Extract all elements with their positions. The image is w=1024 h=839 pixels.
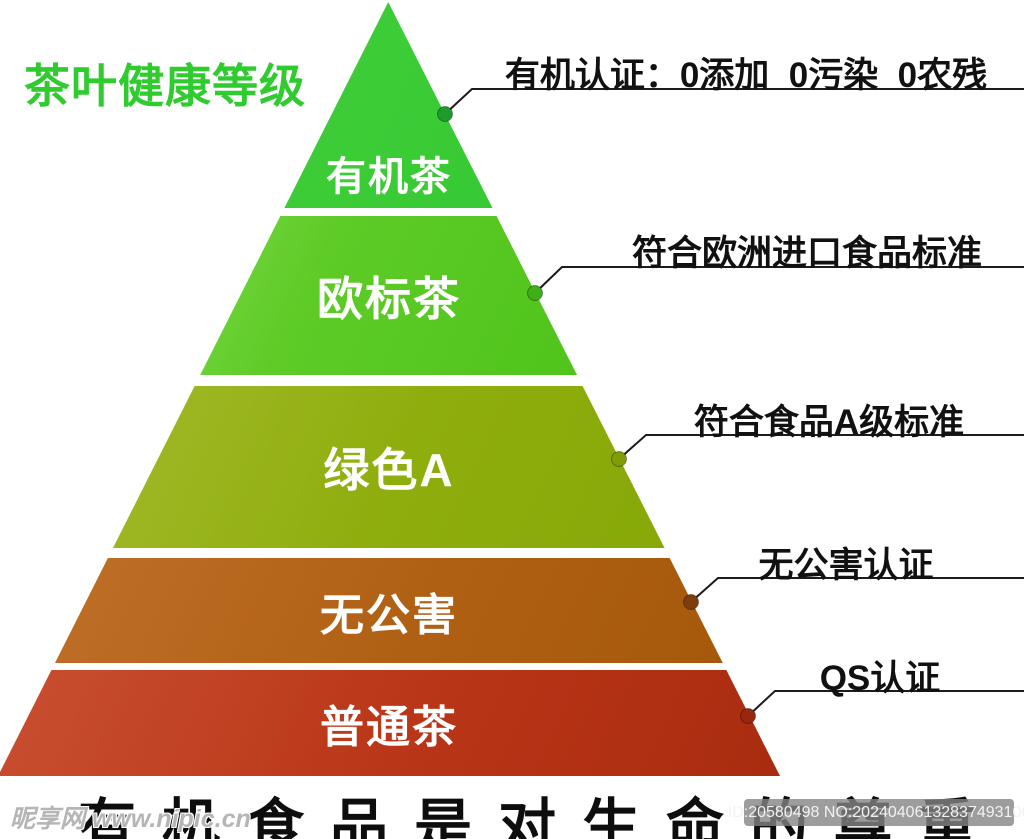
callout-line-eu <box>534 266 1024 294</box>
callout-line-qs <box>747 690 1024 717</box>
callout-text-eu: 符合欧洲进口食品标准 <box>631 234 982 273</box>
callout-text-pollution-free: 无公害认证 <box>758 546 934 585</box>
id-watermark-badge: ID:20580498 NO:20240406132837493106 <box>728 799 1024 826</box>
pyramid-band-ordinary-tea: 普通茶 <box>0 670 780 776</box>
callout-text-organic: 有机认证：0添加 0污染 0农残 <box>504 56 988 95</box>
id-watermark-text: ID:20580498 NO:20240406132837493106 <box>727 803 1024 821</box>
callout-text-green-a: 符合食品A级标准 <box>693 403 965 442</box>
band-label: 无公害 <box>320 590 458 640</box>
callout-line-green-a <box>618 434 1024 460</box>
callout-dot-green-a <box>611 451 627 467</box>
page-title: 茶叶健康等级 <box>24 60 306 112</box>
callout-dot-eu <box>527 285 543 301</box>
pyramid-band-pollution-free: 无公害 <box>0 558 780 663</box>
callout-dot-qs <box>740 708 756 724</box>
callout-line-pollution-free <box>690 577 1024 603</box>
site-watermark: 昵享网 www.nipic.cn <box>10 805 251 833</box>
band-label: 欧标茶 <box>317 272 461 325</box>
callout-dot-organic <box>437 106 453 122</box>
band-label: 普通茶 <box>320 703 458 752</box>
band-label: 有机茶 <box>326 155 452 199</box>
callout-line-organic <box>444 88 1024 115</box>
callout-text-qs: QS认证 <box>819 659 941 698</box>
band-label: 绿色A <box>323 444 455 496</box>
callout-dot-pollution-free <box>683 594 699 610</box>
